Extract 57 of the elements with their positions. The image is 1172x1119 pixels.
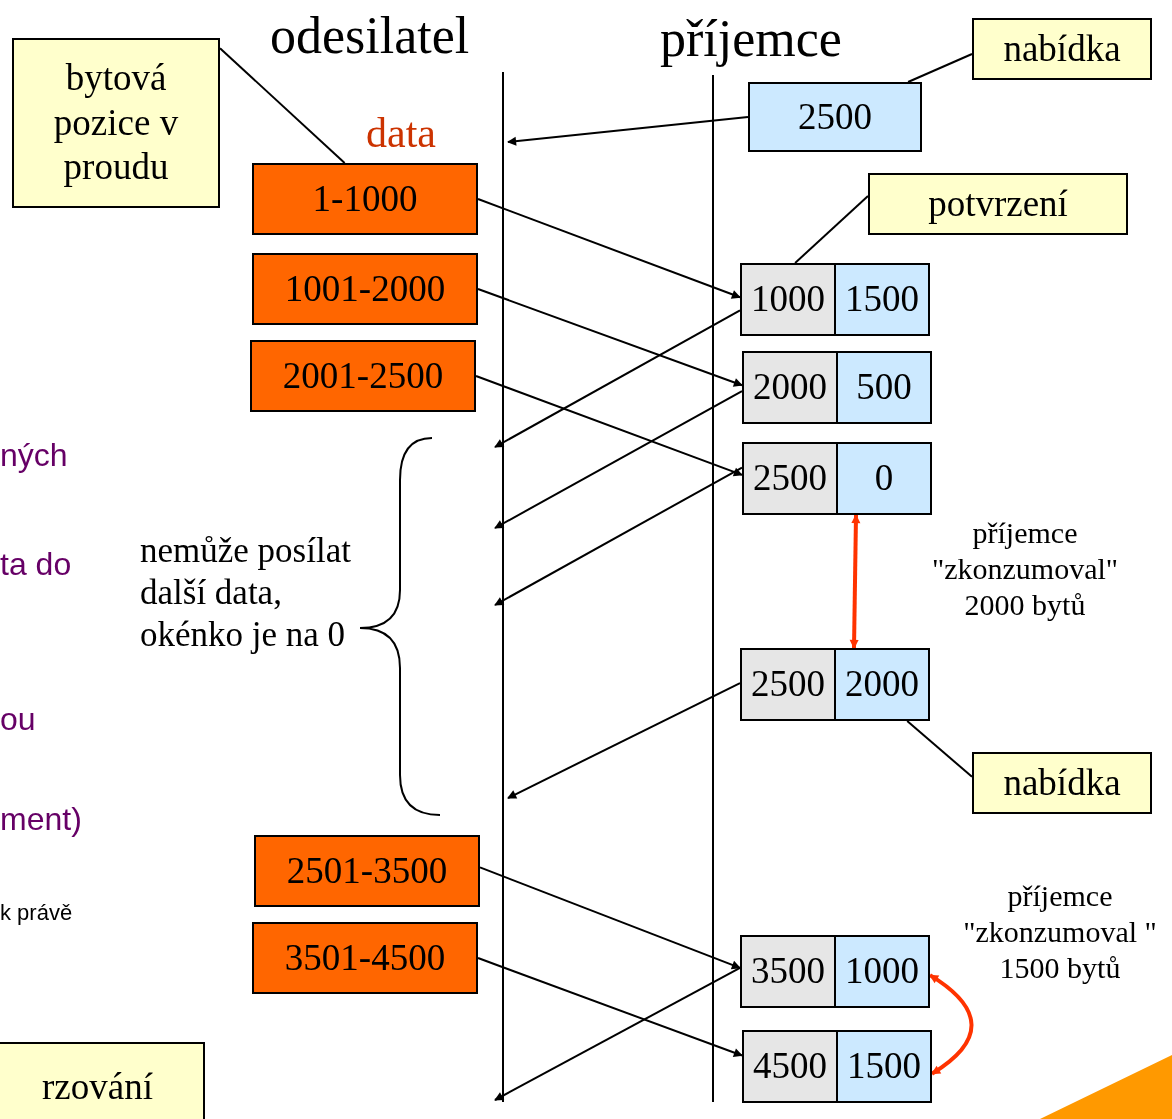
lifeline-title: příjemce <box>660 9 842 69</box>
ack-box <box>740 648 930 721</box>
brace-note: nemůže posílat další data, okénko je na 0 <box>140 530 352 656</box>
arrow <box>928 973 974 1076</box>
data-segment-box: 1001-2000 <box>252 253 478 325</box>
leader-line <box>907 52 973 83</box>
annotation-text: příjemce "zkonzumoval" 2000 bytů <box>930 515 1120 623</box>
arrow <box>494 466 743 606</box>
arrow <box>477 288 743 387</box>
ack-number: 1000 <box>742 265 836 334</box>
data-segment-box: 2501-3500 <box>254 835 480 907</box>
callout-box: potvrzení <box>868 173 1128 235</box>
arrow <box>849 514 861 649</box>
text-fragment: ou <box>0 700 36 739</box>
heading-box: rzování <box>0 1042 205 1119</box>
callout-box: bytová pozice v proudu <box>12 38 220 208</box>
ack-box <box>740 935 930 1008</box>
ack-box <box>742 1030 932 1103</box>
arrow <box>494 966 741 1101</box>
window-size: 500 <box>838 353 930 422</box>
callout-box: nabídka <box>972 18 1152 80</box>
leader-line <box>219 47 346 164</box>
window-size: 1000 <box>836 937 928 1006</box>
arrow <box>479 866 741 970</box>
data-segment-box: 1-1000 <box>252 163 478 235</box>
text-fragment: ta do <box>0 545 72 584</box>
arrow <box>475 375 743 477</box>
window-offer-box: 2500 <box>748 82 922 152</box>
arrow <box>494 309 741 448</box>
window-size: 1500 <box>838 1032 930 1101</box>
ack-box <box>742 442 932 515</box>
column-heading: data <box>366 109 436 158</box>
ack-number: 3500 <box>742 937 836 1006</box>
data-segment-box: 2001-2500 <box>250 340 476 412</box>
ack-box <box>740 263 930 336</box>
ack-number: 4500 <box>744 1032 838 1101</box>
arrow <box>507 116 749 146</box>
arrow <box>477 198 741 299</box>
window-size: 1500 <box>836 265 928 334</box>
arrow <box>507 682 741 799</box>
arrow <box>477 957 743 1057</box>
leader-line <box>794 194 869 264</box>
lifeline-title: odesilatel <box>270 6 470 66</box>
window-size: 2000 <box>836 650 928 719</box>
data-segment-box: 3501-4500 <box>252 922 478 994</box>
ack-number: 2000 <box>744 353 838 422</box>
leader-line <box>906 720 973 778</box>
window-size: 0 <box>838 444 930 513</box>
ack-box <box>742 351 932 424</box>
ack-number: 2500 <box>742 650 836 719</box>
text-fragment: ných <box>0 436 68 475</box>
text-fragment: ment) <box>0 800 82 839</box>
annotation-text: příjemce "zkonzumoval " 1500 bytů <box>962 878 1158 986</box>
ack-number: 2500 <box>744 444 838 513</box>
arrow <box>494 390 743 529</box>
text-fragment: k právě <box>0 900 73 927</box>
callout-box: nabídka <box>972 752 1152 814</box>
